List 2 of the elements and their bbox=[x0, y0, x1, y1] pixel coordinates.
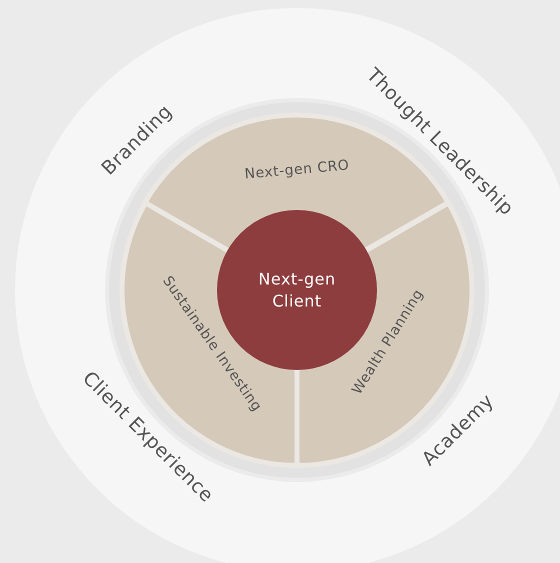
segment-label: Next-gen CRO bbox=[244, 157, 350, 183]
segment-label: Next-gen Client bbox=[257, 268, 337, 312]
